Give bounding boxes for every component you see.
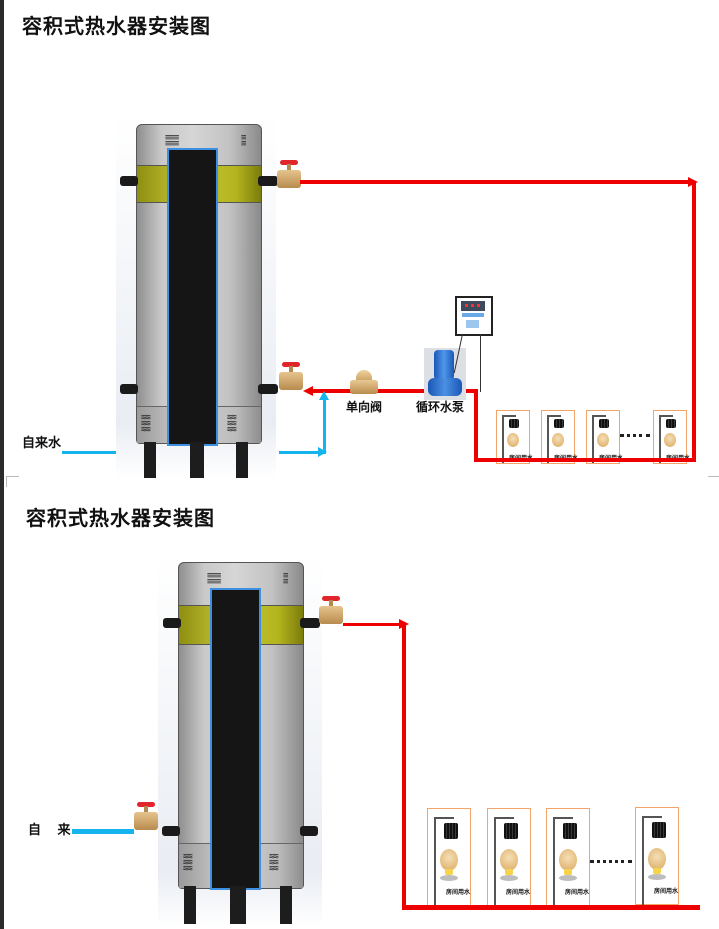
shower-head-icon (444, 823, 458, 839)
baby-bath-icon (507, 433, 519, 447)
left-bottom-nozzle (120, 384, 138, 394)
left-top-nozzle (120, 176, 138, 186)
cold-water-inlet-pipe (72, 829, 134, 834)
controller-wire (480, 334, 481, 392)
hot-outlet-gate-valve-icon (319, 596, 343, 626)
room-unit: 房间用水 (427, 808, 471, 907)
window-left-edge (0, 0, 4, 929)
bottom-vent-icon: ≋≋≋≋≋≋ (141, 413, 151, 435)
heater-control-panel (210, 588, 261, 890)
left-bottom-nozzle (162, 826, 180, 836)
return-gate-valve-icon (279, 362, 303, 392)
check-valve-icon (350, 370, 378, 394)
ellipsis-dots (620, 434, 650, 437)
room-unit: 房间用水 (487, 808, 531, 907)
bottom-vent-icon: ≋≋≋≋≋≋ (269, 852, 279, 874)
flow-arrow-left-icon (303, 386, 313, 396)
room-unit: 房间用水 (546, 808, 590, 907)
baby-bath-icon (440, 849, 458, 871)
water-inlet-label: 自来水 (22, 436, 62, 451)
circulation-pump-icon (424, 348, 466, 400)
baby-bath-icon (597, 433, 609, 447)
bottom-vent-icon: ≋≋≋≋≋≋ (227, 413, 237, 435)
circulation-return-pipe (312, 389, 478, 393)
flow-arrow-up-icon (319, 391, 329, 400)
hot-water-loop-pipe (474, 458, 696, 462)
cold-feed-riser-pipe (323, 399, 326, 454)
cold-feed-pipe (279, 451, 321, 454)
shower-head-icon (563, 823, 577, 839)
shower-head-icon (509, 419, 519, 428)
heater-leg (144, 442, 156, 478)
heater-leg (236, 442, 248, 478)
return-riser-pipe (474, 392, 478, 462)
cold-water-inlet-pipe (62, 451, 116, 454)
shower-head-icon (652, 822, 666, 838)
water-inlet-label: 自 来 (28, 823, 77, 838)
top-vent-icon: ≡≡≡≡≡≡ (165, 133, 179, 149)
heater-leg (184, 886, 196, 924)
bottom-vent-icon: ≋≋≋≋≋≋ (183, 852, 193, 874)
right-top-nozzle (258, 176, 278, 186)
room-label: 房间用水 (506, 889, 531, 896)
right-bottom-nozzle (258, 384, 278, 394)
hot-water-supply-pipe (343, 623, 401, 626)
hot-water-supply-pipe (300, 180, 690, 184)
page-corner-mark (6, 476, 19, 487)
shower-head-icon (504, 823, 518, 839)
room-label: 房间用水 (654, 888, 679, 895)
pump-controller-icon (455, 296, 493, 336)
hot-water-loop-pipe (402, 905, 700, 910)
diagram-title: 容积式热水器安装图 (22, 14, 211, 38)
room-label: 房间用水 (446, 889, 471, 896)
inlet-gate-valve-icon (134, 802, 158, 832)
hot-water-riser-pipe (692, 182, 696, 462)
top-vent-icon: ≡≡≡≡≡≡ (207, 571, 221, 587)
baby-bath-icon (500, 849, 518, 871)
heater-leg (190, 442, 204, 478)
baby-bath-icon (664, 433, 676, 447)
room-label: 房间用水 (565, 889, 590, 896)
shower-head-icon (554, 419, 564, 428)
diagram-title: 容积式热水器安装图 (26, 506, 215, 530)
left-top-nozzle (163, 618, 181, 628)
room-unit: 房间用水 (496, 410, 533, 464)
circulation-pump-label: 循环水泵 (416, 400, 465, 414)
top-vent-icon: ≡≡ (283, 571, 289, 587)
heater-control-panel (167, 148, 218, 446)
right-bottom-nozzle (300, 826, 318, 836)
shower-head-icon (599, 419, 609, 428)
ellipsis-dots (590, 860, 632, 863)
hot-water-riser-pipe (402, 624, 406, 908)
baby-bath-icon (648, 848, 666, 870)
hot-outlet-gate-valve-icon (277, 160, 301, 190)
room-unit: 房间用水 (541, 410, 578, 464)
top-vent-icon: ≡≡ (241, 133, 247, 149)
right-top-nozzle (300, 618, 320, 628)
flow-arrow-right-icon (318, 447, 327, 457)
room-unit: 房间用水 (653, 410, 690, 464)
heater-leg (230, 886, 246, 924)
baby-bath-icon (559, 849, 577, 871)
check-valve-label: 单向阀 (346, 400, 383, 414)
heater-leg (280, 886, 292, 924)
room-unit: 房间用水 (635, 807, 679, 906)
shower-head-icon (666, 419, 676, 428)
room-unit: 房间用水 (586, 410, 623, 464)
baby-bath-icon (552, 433, 564, 447)
page-corner-mark (708, 476, 719, 487)
